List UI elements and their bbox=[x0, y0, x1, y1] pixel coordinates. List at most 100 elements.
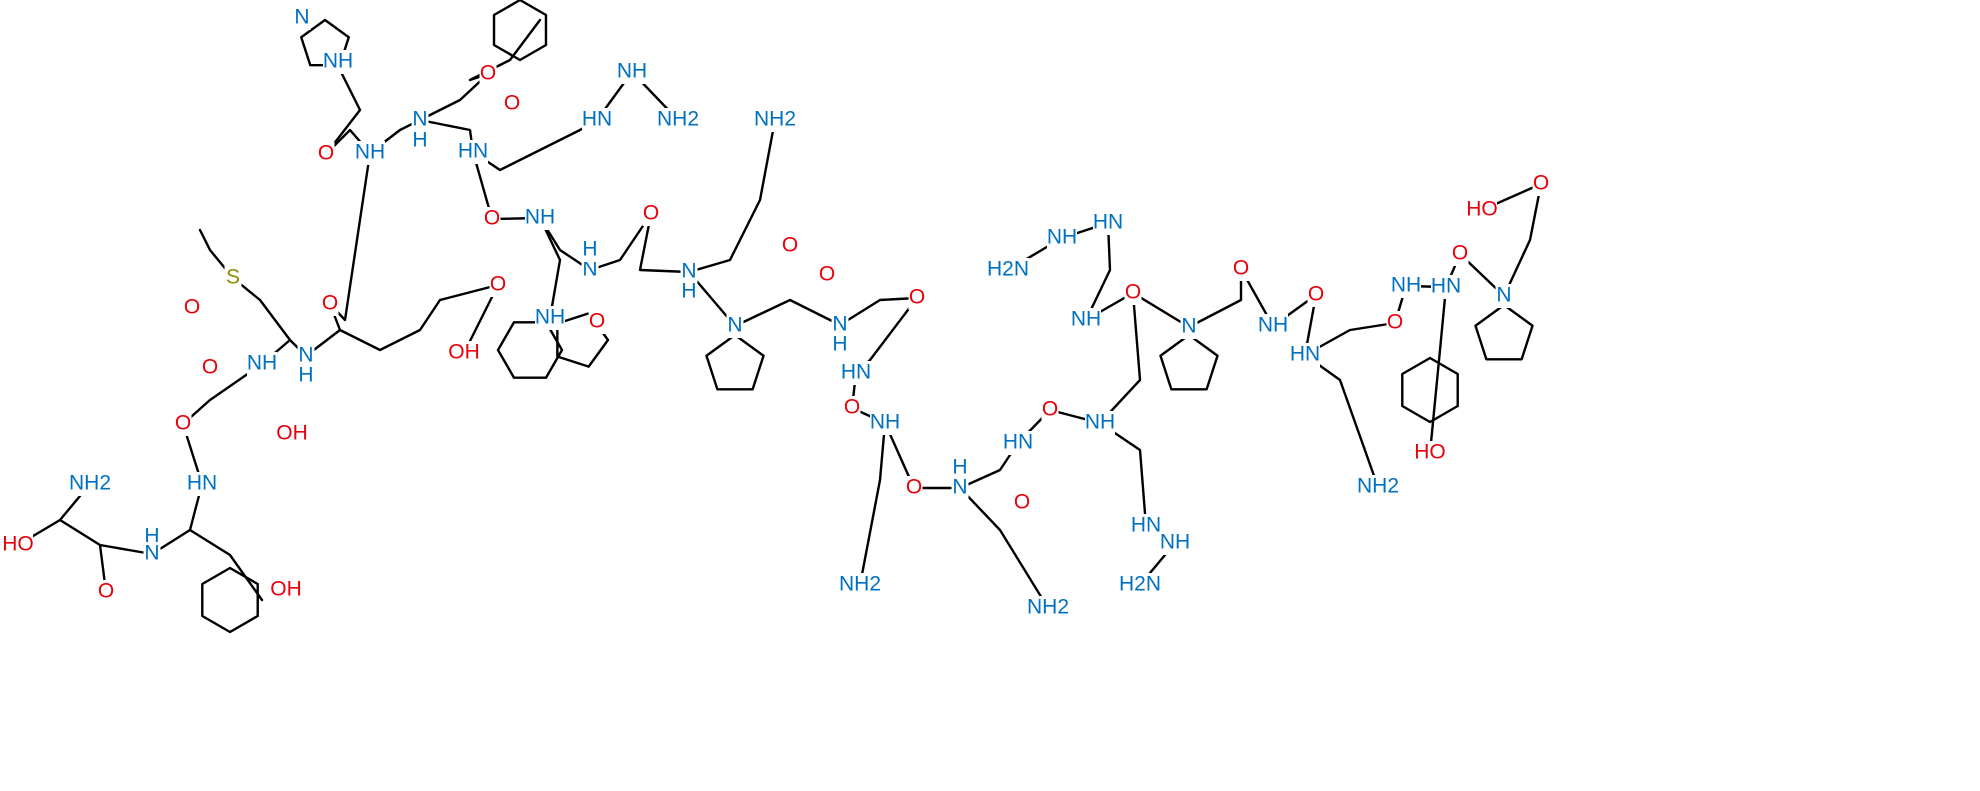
bond-chain bbox=[1098, 421, 1177, 587]
atom-text: H bbox=[144, 525, 159, 548]
atom-label-n: N bbox=[680, 260, 698, 284]
atom-label-n: N bbox=[951, 476, 969, 500]
atom-text: N bbox=[298, 344, 313, 367]
atom-label-n: HN bbox=[1131, 514, 1161, 538]
atom-label-o: O bbox=[1451, 242, 1469, 266]
atom-label-o: O bbox=[1386, 311, 1404, 335]
atom-text: S bbox=[226, 266, 240, 289]
bond-chain bbox=[958, 486, 1050, 610]
atom-label-n: N bbox=[1495, 284, 1513, 308]
atom-text: N bbox=[1496, 284, 1511, 307]
atom-label-o: O bbox=[183, 296, 201, 320]
atom-label-o: O bbox=[201, 356, 219, 380]
atom-text: NH2 bbox=[657, 108, 699, 131]
atom-label-o: OH bbox=[276, 422, 308, 446]
atom-label-n: NH bbox=[1391, 274, 1421, 298]
bond-chain bbox=[418, 70, 680, 172]
proline-ring bbox=[705, 333, 765, 391]
atom-label-n: NH bbox=[1047, 226, 1077, 250]
atom-label-n: HN bbox=[187, 472, 217, 496]
atom-label-o: O bbox=[97, 580, 115, 604]
atom-text: NH bbox=[1047, 226, 1077, 249]
atom-text: OH bbox=[276, 422, 308, 445]
atom-label-o: HO bbox=[1414, 441, 1446, 465]
atom-text: O bbox=[1014, 491, 1030, 514]
atom-text: NH bbox=[535, 306, 565, 329]
atom-label-n: NH2 bbox=[1026, 596, 1070, 620]
atom-text: N bbox=[727, 314, 742, 337]
atom-text: HN bbox=[582, 108, 612, 131]
bond-chain bbox=[858, 421, 887, 587]
atom-text: O bbox=[175, 412, 191, 435]
atom-label-o: O bbox=[1013, 491, 1031, 515]
atom-label-n: NH bbox=[1071, 308, 1101, 332]
atom-label-n: N bbox=[581, 258, 599, 282]
atom-text: HN bbox=[187, 472, 217, 495]
phenyl-ring bbox=[492, 0, 548, 62]
atom-label-n: N bbox=[297, 344, 315, 368]
atom-text: NH bbox=[1071, 308, 1101, 331]
atom-text: NH bbox=[1391, 274, 1421, 297]
atom-text: O bbox=[1387, 311, 1403, 334]
atom-text: H bbox=[832, 333, 847, 356]
atom-text: NH bbox=[617, 60, 647, 83]
atom-text: NH bbox=[1085, 411, 1115, 434]
atom-label-n: H bbox=[411, 129, 429, 153]
atom-text: O bbox=[318, 142, 334, 165]
atom-text: NH bbox=[1258, 314, 1288, 337]
atom-text: H bbox=[582, 238, 597, 261]
atom-label-n: NH bbox=[617, 60, 647, 84]
atom-label-o: O bbox=[843, 396, 861, 420]
atom-text: HN bbox=[1003, 431, 1033, 454]
atom-label-n: NH2 bbox=[68, 472, 112, 496]
atom-label-o: O bbox=[483, 207, 501, 231]
atom-text: O bbox=[906, 476, 922, 499]
atom-label-n: HN bbox=[1003, 431, 1033, 455]
atom-text: O bbox=[322, 292, 338, 315]
atom-text: NH bbox=[1160, 531, 1190, 554]
proline-ring bbox=[1159, 333, 1219, 391]
atom-text: NH2 bbox=[1357, 475, 1399, 498]
bond-chain bbox=[538, 216, 562, 320]
atom-text: HN bbox=[1431, 275, 1461, 298]
atom-text: O bbox=[1452, 242, 1468, 265]
atom-text: HO bbox=[2, 533, 34, 556]
atom-text: N bbox=[144, 542, 159, 565]
atom-label-o: O bbox=[588, 310, 606, 334]
atom-text: N bbox=[582, 258, 597, 281]
atom-label-n: HN bbox=[1431, 275, 1461, 299]
atom-text: H2N bbox=[1119, 573, 1161, 596]
atom-label-n: NH bbox=[247, 352, 277, 376]
atom-text: N bbox=[952, 476, 967, 499]
atom-label-o: O bbox=[174, 412, 192, 436]
atom-text: OH bbox=[448, 341, 480, 364]
atom-text: O bbox=[490, 273, 506, 296]
bond-chain bbox=[16, 482, 264, 602]
atom-text: O bbox=[643, 202, 659, 225]
atom-text: H bbox=[412, 129, 427, 152]
atom-text: O bbox=[819, 263, 835, 286]
atom-label-o: O bbox=[479, 62, 497, 86]
atom-label-o: O bbox=[905, 476, 923, 500]
atom-label-o: O bbox=[317, 142, 335, 166]
atom-text: O bbox=[1533, 172, 1549, 195]
atom-text: NH bbox=[870, 411, 900, 434]
atom-label-n: NH bbox=[1160, 531, 1190, 555]
atom-text: O bbox=[504, 92, 520, 115]
atom-text: H bbox=[681, 280, 696, 303]
atom-label-s: S bbox=[224, 266, 242, 290]
atom-text: O bbox=[1042, 398, 1058, 421]
atom-label-n: N bbox=[293, 6, 311, 30]
atom-text: HO bbox=[1414, 441, 1446, 464]
atom-label-n: HN bbox=[582, 108, 612, 132]
atom-text: O bbox=[202, 356, 218, 379]
bond-chain bbox=[1303, 182, 1543, 357]
atom-text: O bbox=[184, 296, 200, 319]
atom-label-n: NH2 bbox=[838, 573, 882, 597]
atom-text: H2N bbox=[987, 258, 1029, 281]
atom-text: OH bbox=[270, 578, 302, 601]
atom-text: NH bbox=[525, 206, 555, 229]
